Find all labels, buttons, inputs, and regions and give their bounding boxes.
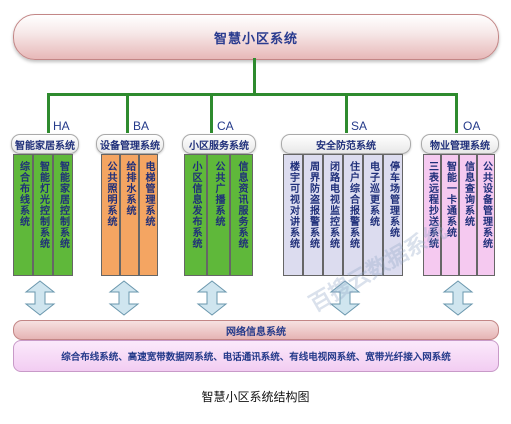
double-arrow-icon — [442, 280, 474, 316]
figure-caption: 智慧小区系统结构图 — [201, 390, 310, 404]
subsystem-column: 周界防盗报警系统 — [303, 154, 323, 276]
group-columns-sa: 楼宇可视对讲系统 周界防盗报警系统 闭路电视监控系统 住户综合报警系统 电子巡更… — [283, 154, 403, 276]
double-arrow-icon — [329, 280, 361, 316]
subsystem-column: 住户综合报警系统 — [343, 154, 363, 276]
subsystem-column: 公共设备管理系统 — [477, 154, 495, 276]
group-columns-ca: 小区信息发布系统 公共广播系统 信息资讯服务系统 — [184, 154, 253, 276]
subsystem-column: 信息查询系统 — [459, 154, 477, 276]
subsystem-column: 智能灯光控制系统 — [33, 154, 53, 276]
subsystem-column: 综合布线系统 — [13, 154, 33, 276]
top-banner: 智慧小区系统 — [13, 14, 499, 60]
double-arrow-icon — [24, 280, 56, 316]
branch-wire-ha — [47, 93, 50, 133]
group-header-oa: 物业管理系统 — [421, 134, 499, 154]
trunk-wire — [253, 58, 256, 94]
network-bar: 网络信息系统 — [13, 320, 499, 340]
subsystem-column: 智能家居控制系统 — [53, 154, 73, 276]
group-header-ca: 小区服务系统 — [182, 134, 256, 154]
network-items-label: 综合布线系统、高速宽带数据网系统、电话通讯系统、有线电视网系统、宽带光纤接入网系… — [61, 352, 451, 363]
subsystem-column: 给排水系统 — [120, 154, 139, 276]
group-code-sa: SA — [351, 119, 368, 133]
double-arrow-icon — [108, 280, 140, 316]
subsystem-column: 公共照明系统 — [101, 154, 120, 276]
branch-wire-oa — [455, 93, 458, 133]
subsystem-column: 信息资讯服务系统 — [230, 154, 253, 276]
group-header-ba: 设备管理系统 — [96, 134, 164, 154]
subsystem-column: 电梯管理系统 — [139, 154, 158, 276]
subsystem-column: 小区信息发布系统 — [184, 154, 207, 276]
group-code-ba: BA — [133, 119, 150, 133]
group-code-oa: OA — [463, 119, 481, 133]
subsystem-column: 公共广播系统 — [207, 154, 230, 276]
group-code-ha: HA — [53, 119, 70, 133]
subsystem-column: 三表远程抄送系统 — [423, 154, 441, 276]
subsystem-column: 停车场管理系统 — [383, 154, 403, 276]
diagram-title: 智慧小区系统 — [213, 31, 298, 47]
group-columns-ba: 公共照明系统 给排水系统 电梯管理系统 — [101, 154, 158, 276]
branch-wire-ca — [210, 93, 213, 133]
group-columns-oa: 三表远程抄送系统 智能一卡通系统 信息查询系统 公共设备管理系统 — [423, 154, 495, 276]
group-header-ha: 智能家居系统 — [11, 134, 79, 154]
subsystem-column: 智能一卡通系统 — [441, 154, 459, 276]
branch-wire-sa — [345, 93, 348, 133]
network-label: 网络信息系统 — [226, 326, 286, 338]
subsystem-column: 楼宇可视对讲系统 — [283, 154, 303, 276]
group-header-sa: 安全防范系统 — [281, 134, 411, 154]
subsystem-column: 电子巡更系统 — [363, 154, 383, 276]
branch-wire-ba — [126, 93, 129, 133]
network-items-bar: 综合布线系统、高速宽带数据网系统、电话通讯系统、有线电视网系统、宽带光纤接入网系… — [13, 340, 499, 372]
group-code-ca: CA — [217, 119, 234, 133]
subsystem-column: 闭路电视监控系统 — [323, 154, 343, 276]
double-arrow-icon — [196, 280, 228, 316]
bus-wire — [47, 93, 457, 96]
group-columns-ha: 综合布线系统 智能灯光控制系统 智能家居控制系统 — [13, 154, 73, 276]
